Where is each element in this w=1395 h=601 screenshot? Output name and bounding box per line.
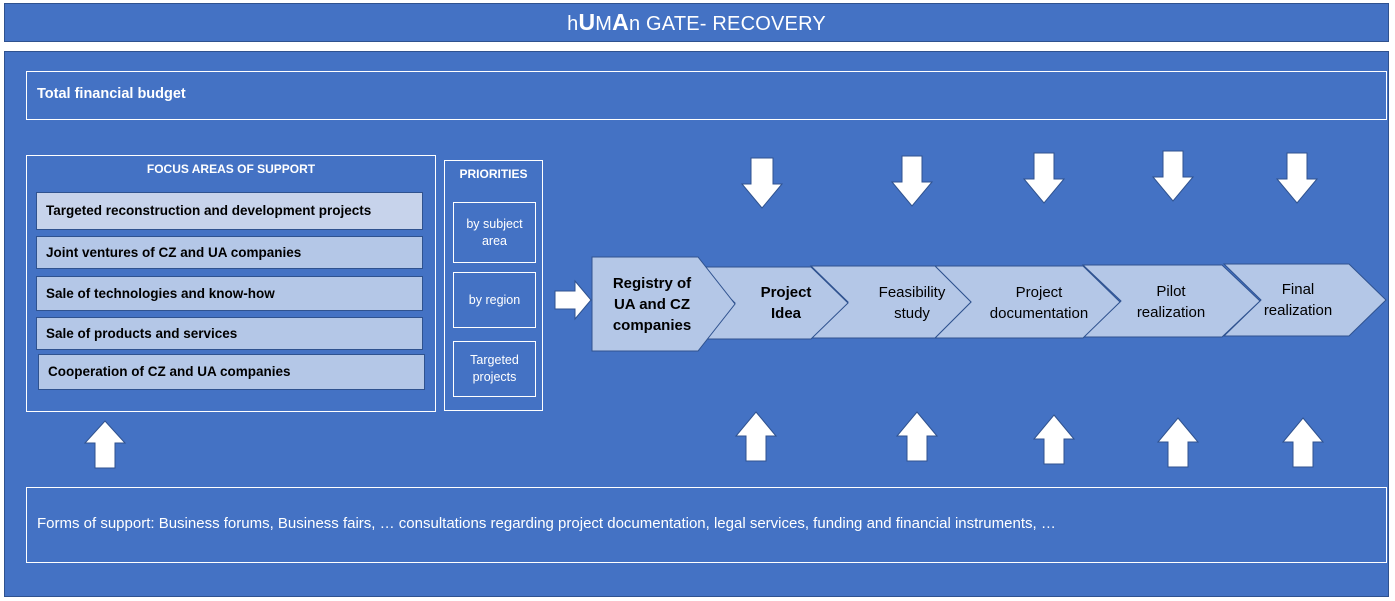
stage-feasibility-label: Feasibility study — [878, 284, 946, 322]
focus-item-products-sale: Sale of products and services — [36, 317, 423, 350]
title-part-h: h — [567, 13, 579, 35]
focus-item-technology-sale: Sale of technologies and know-how — [36, 276, 423, 311]
priorities-heading: PRIORITIES — [459, 167, 528, 181]
priority-by-subject-area: by subject area — [453, 202, 536, 263]
arrow-up-icon — [1156, 417, 1200, 468]
arrow-right-icon — [554, 279, 592, 321]
priority-targeted-projects: Targeted projects — [453, 341, 536, 397]
title-part-m: M — [595, 13, 613, 35]
stage-documentation-label: Project documentation — [989, 284, 1089, 322]
stage-project-idea-label: Project Idea — [760, 284, 812, 322]
arrow-up-icon — [895, 411, 939, 462]
priorities-box — [444, 160, 543, 411]
budget-label: Total financial budget — [37, 86, 186, 102]
arrow-up-icon — [83, 420, 127, 469]
arrow-down-icon — [1022, 152, 1066, 204]
arrow-up-icon — [734, 411, 778, 462]
arrow-down-icon — [1151, 150, 1195, 202]
budget-box — [26, 71, 1387, 120]
chevron-registry — [591, 256, 736, 352]
chevron-pilot-realization — [1081, 264, 1261, 338]
arrow-up-icon — [1032, 414, 1076, 465]
focus-item-cooperation: Cooperation of CZ and UA companies — [38, 354, 425, 390]
arrow-down-icon — [740, 157, 784, 209]
chevron-project-idea — [696, 266, 849, 340]
focus-areas-heading: FOCUS AREAS OF SUPPORT — [146, 162, 316, 176]
forms-of-support-label: Forms of support: Business forums, Busin… — [37, 515, 1056, 532]
priority-by-region: by region — [453, 272, 536, 328]
title-part-u: U — [578, 9, 596, 35]
arrow-down-icon — [1275, 152, 1319, 204]
chevron-final-realization — [1222, 263, 1387, 337]
stage-final-label: Final realization — [1263, 281, 1333, 319]
chevron-feasibility-study — [809, 265, 972, 339]
focus-item-targeted-reconstruction: Targeted reconstruction and development … — [36, 192, 423, 230]
arrow-down-icon — [890, 155, 934, 207]
title-part-a: A — [612, 9, 629, 35]
focus-areas-box — [26, 155, 436, 412]
arrow-up-icon — [1281, 417, 1325, 468]
forms-of-support-box — [26, 487, 1387, 563]
stage-registry-label: Registry of UA and CZ companies — [612, 274, 692, 334]
stage-pilot-label: Pilot realization — [1136, 283, 1206, 321]
focus-item-joint-ventures: Joint ventures of CZ and UA companies — [36, 236, 423, 269]
title-part-rest: n GATE- RECOVERY — [628, 13, 826, 35]
page-title: hUMAn GATE- RECOVERY — [4, 3, 1389, 42]
